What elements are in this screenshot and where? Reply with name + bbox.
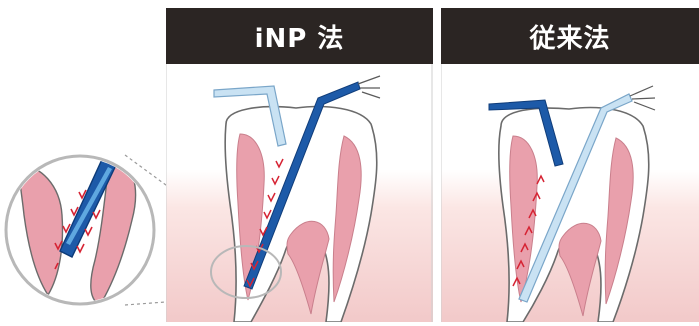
- needle-hub: [358, 76, 380, 98]
- inp-panel-title: iNP 法: [166, 8, 433, 64]
- needle-hub: [630, 86, 655, 110]
- conventional-panel-title: 従来法: [441, 8, 699, 64]
- inp-tooth-illustration: [166, 64, 433, 322]
- magnified-detail: [0, 145, 170, 322]
- inp-method-panel: iNP 法: [166, 8, 433, 322]
- conventional-tooth-illustration: [441, 64, 699, 322]
- conventional-method-panel: 従来法: [441, 8, 699, 322]
